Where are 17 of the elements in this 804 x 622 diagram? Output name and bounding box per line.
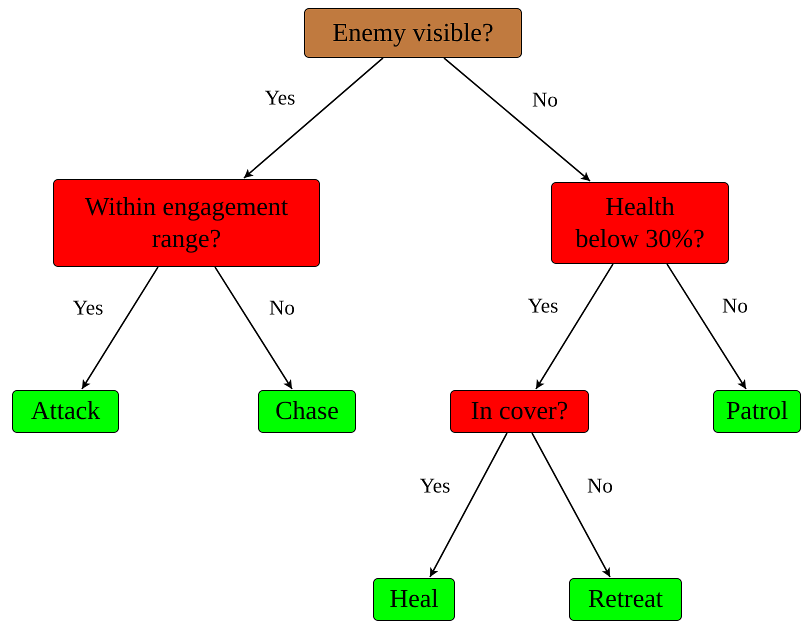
arrow (443, 57, 591, 182)
action-box: Patrol (713, 390, 801, 433)
action-box: Heal (373, 578, 455, 621)
arrow (429, 432, 508, 578)
decision-box: Health below 30%? (551, 182, 729, 264)
decision-box: Within engagement range? (53, 179, 320, 267)
arrow (81, 266, 159, 390)
action-box: Retreat (569, 578, 682, 621)
decision-box: Enemy visible? (304, 8, 522, 58)
action-box: Chase (258, 390, 356, 433)
arrow (243, 57, 384, 179)
arrow (531, 432, 611, 578)
arrow (214, 266, 293, 390)
action-box: Attack (12, 390, 119, 433)
decision-box: In cover? (450, 390, 589, 433)
arrow (666, 264, 747, 390)
arrow (535, 264, 614, 390)
